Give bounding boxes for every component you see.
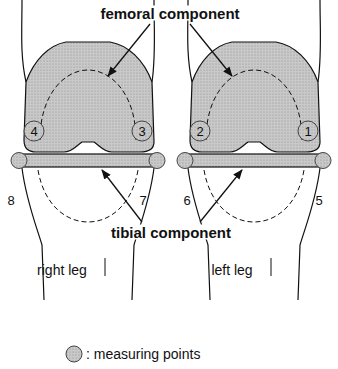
callout-number: 8	[7, 194, 14, 207]
callout-number: 6	[183, 194, 190, 207]
part-name: tibial component	[109, 225, 233, 240]
callout-number: 2	[196, 125, 203, 138]
legend-text: : measuring points	[86, 347, 200, 361]
leg-label: right leg	[37, 263, 87, 277]
callout-number: 7	[139, 194, 146, 207]
part-name: femoral component	[98, 6, 241, 21]
callout-number: 3	[138, 125, 145, 138]
callout-number: 4	[30, 125, 37, 138]
callout-number: 1	[304, 125, 311, 138]
callout-number: 5	[315, 194, 322, 207]
leg-label: left leg	[211, 263, 252, 277]
